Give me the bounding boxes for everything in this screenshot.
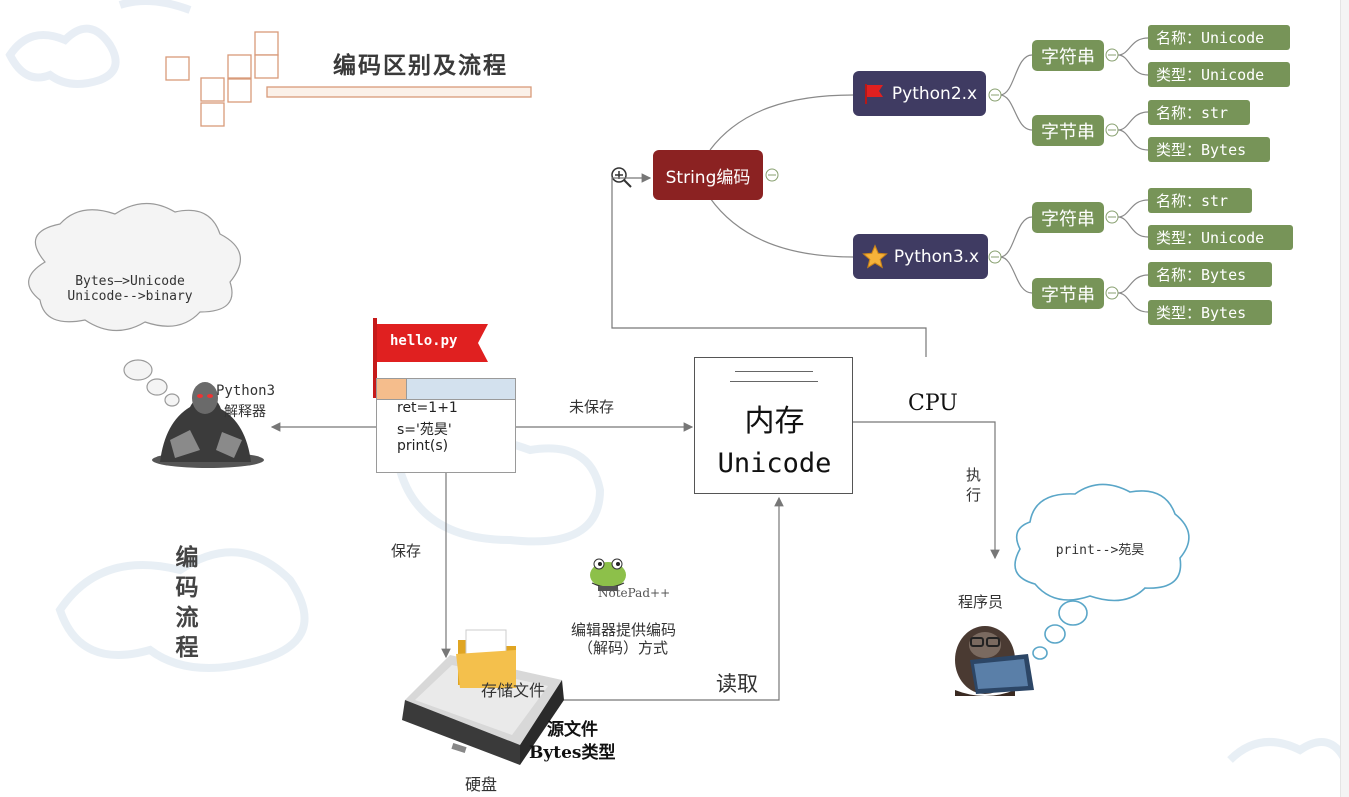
file-flag-label: hello.py bbox=[390, 333, 458, 349]
execute-label-2: 行 bbox=[966, 486, 982, 504]
programmer-label: 程序员 bbox=[958, 593, 1004, 611]
python2-bytes-type-leaf[interactable]: 类型：Bytes bbox=[1148, 137, 1270, 162]
python3-node[interactable]: Python3.x bbox=[853, 234, 988, 279]
code-editor-panel[interactable]: ret=1+1 s='苑昊' print(s) bbox=[376, 378, 516, 473]
category-label: 字节串 bbox=[1041, 284, 1095, 306]
python2-bytes-name-leaf[interactable]: 名称：str bbox=[1148, 100, 1250, 125]
programmer-thought-cloud bbox=[1014, 483, 1190, 660]
python3-str-type-leaf[interactable]: 类型：Unicode bbox=[1148, 225, 1293, 250]
root-node-string-encoding[interactable]: String编码 bbox=[653, 150, 763, 200]
category-label: 字符串 bbox=[1041, 46, 1095, 68]
category-label: 字节串 bbox=[1041, 121, 1095, 143]
editor-label-1: 编辑器提供编码 bbox=[571, 621, 677, 639]
memory-box-line bbox=[730, 381, 818, 382]
memory-title: 内存 bbox=[744, 404, 805, 439]
programmer-gorilla-icon bbox=[955, 626, 1034, 696]
interpreter-thought-cloud bbox=[28, 202, 241, 407]
category-label: 字符串 bbox=[1041, 208, 1095, 230]
side-title-char: 编 bbox=[175, 544, 199, 571]
python3-string-category[interactable]: 字符串 bbox=[1032, 202, 1104, 233]
save-label: 保存 bbox=[391, 542, 422, 560]
python2-node[interactable]: Python2.x bbox=[853, 71, 986, 116]
cloud-line-1: Bytes—>Unicode bbox=[75, 274, 185, 289]
flow-lines bbox=[270, 173, 1000, 701]
side-title: 编 码 流 程 bbox=[172, 543, 202, 663]
code-editor-titlebar bbox=[377, 379, 515, 400]
execute-label-1: 执 bbox=[966, 466, 982, 484]
python2-string-category[interactable]: 字符串 bbox=[1032, 40, 1104, 71]
code-line: print(s) bbox=[397, 438, 449, 454]
storage-label: 存储文件 bbox=[481, 681, 546, 700]
read-label: 读取 bbox=[716, 672, 758, 696]
side-title-char: 流 bbox=[175, 604, 199, 631]
python3-bytes-name-leaf[interactable]: 名称：Bytes bbox=[1148, 262, 1272, 287]
hard-disk-label: 硬盘 bbox=[465, 775, 498, 794]
python2-str-type-leaf[interactable]: 类型：Unicode bbox=[1148, 62, 1290, 87]
side-title-char: 程 bbox=[175, 634, 199, 661]
editor-label-2: （解码）方式 bbox=[578, 639, 669, 657]
code-editor-tab[interactable] bbox=[377, 379, 407, 399]
folder-icon bbox=[456, 629, 516, 688]
star-icon bbox=[862, 243, 888, 269]
bytes-type-label: Bytes类型 bbox=[529, 743, 616, 763]
code-line: s='苑昊' bbox=[397, 422, 452, 438]
collapse-toggles[interactable] bbox=[765, 48, 1119, 300]
python3-label: Python3.x bbox=[893, 246, 980, 267]
notepad-label: NotePad++ bbox=[598, 586, 671, 600]
memory-box: 内存 Unicode bbox=[694, 357, 853, 494]
interpreter-label-2: 解释器 bbox=[224, 404, 266, 420]
programmer-cloud-text: print-->苑昊 bbox=[1055, 543, 1145, 558]
mindmap-connectors bbox=[709, 37, 1149, 313]
cpu-label: CPU bbox=[908, 391, 958, 416]
side-title-char: 码 bbox=[175, 574, 199, 601]
source-file-label: 源文件 bbox=[547, 720, 598, 740]
python3-str-name-leaf[interactable]: 名称：str bbox=[1148, 188, 1252, 213]
root-node-label: String编码 bbox=[665, 167, 751, 188]
scrollbar[interactable] bbox=[1340, 0, 1349, 797]
memory-box-line bbox=[735, 371, 813, 372]
page-title: 编码区别及流程 bbox=[333, 52, 508, 79]
notepad-plus-plus-icon bbox=[590, 558, 626, 591]
python3-bytes-type-leaf[interactable]: 类型：Bytes bbox=[1148, 300, 1272, 325]
memory-encoding: Unicode bbox=[717, 448, 832, 479]
python2-str-name-leaf[interactable]: 名称：Unicode bbox=[1148, 25, 1290, 50]
python2-bytes-category[interactable]: 字节串 bbox=[1032, 115, 1104, 146]
title-decoration bbox=[165, 31, 532, 127]
python2-label: Python2.x bbox=[891, 83, 978, 104]
interpreter-cloud-text: Bytes—>Unicode Unicode-->binary bbox=[45, 274, 215, 304]
robot-interpreter-icon bbox=[152, 382, 264, 468]
red-flag-icon bbox=[864, 83, 883, 104]
code-line: ret=1+1 bbox=[397, 400, 458, 416]
hard-disk-icon bbox=[402, 655, 564, 765]
cloud-line-2: Unicode-->binary bbox=[67, 289, 193, 304]
not-saved-label: 未保存 bbox=[569, 398, 615, 416]
file-flag-icon bbox=[373, 318, 488, 398]
python3-bytes-category[interactable]: 字节串 bbox=[1032, 278, 1104, 309]
interpreter-label-1: Python3 bbox=[216, 383, 276, 399]
